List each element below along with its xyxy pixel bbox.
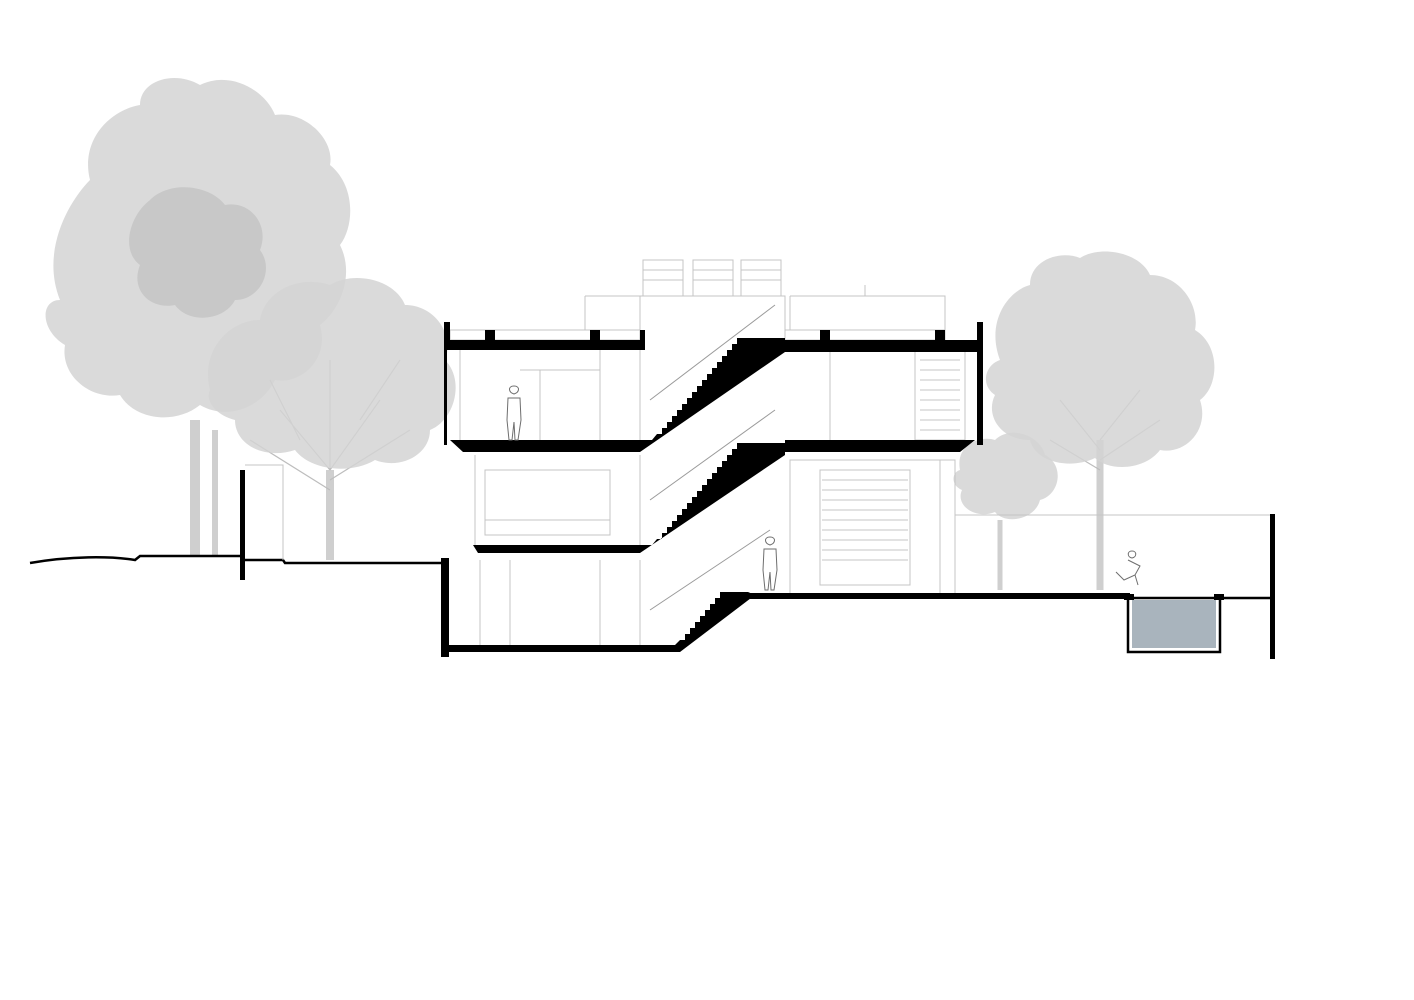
roof-water-tanks [642,259,782,297]
human-figures [506,385,1141,591]
ground-line-left [29,554,240,565]
tree-right [985,251,1215,590]
boundary-wall [1270,514,1275,659]
tree-left-small [208,277,456,560]
house-section [441,322,1275,659]
ground-line-left-2 [245,558,445,565]
garden-wall [240,470,245,580]
tree-right-small [953,432,1058,590]
pool [1124,594,1224,654]
